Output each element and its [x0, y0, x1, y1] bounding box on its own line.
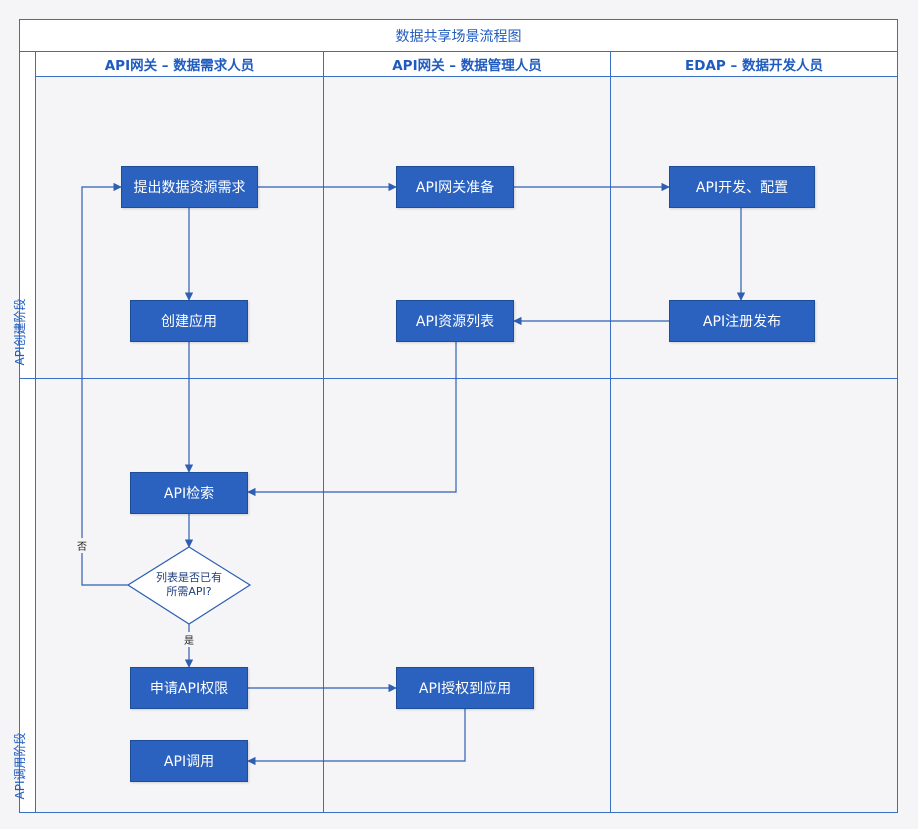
phase-label-invoke: API调用阶段 — [13, 378, 36, 813]
lane-header-demand: API网关 – 数据需求人员 — [35, 51, 324, 77]
decision-text-line1: 列表是否已有 — [156, 571, 222, 584]
node-create-app[interactable]: 创建应用 — [130, 300, 248, 342]
node-apply-permission[interactable]: 申请API权限 — [130, 667, 248, 709]
lane-header-development: EDAP – 数据开发人员 — [610, 51, 898, 77]
node-gateway-prep[interactable]: API网关准备 — [396, 166, 514, 208]
node-register-publish[interactable]: API注册发布 — [669, 300, 815, 342]
lane-header-management: API网关 – 数据管理人员 — [323, 51, 611, 77]
node-api-invoke[interactable]: API调用 — [130, 740, 248, 782]
node-request-data[interactable]: 提出数据资源需求 — [121, 166, 258, 208]
edge-list-to-search — [247, 342, 457, 497]
edge-label-no: 否 — [76, 538, 88, 553]
node-api-search[interactable]: API检索 — [130, 472, 248, 514]
decision-diamond — [126, 546, 252, 625]
node-develop-config[interactable]: API开发、配置 — [669, 166, 815, 208]
edge-label-yes: 是 — [183, 632, 195, 647]
decision-text: 列表是否已有 所需API? — [129, 571, 249, 599]
node-api-list[interactable]: API资源列表 — [396, 300, 514, 342]
node-authorize-app[interactable]: API授权到应用 — [396, 667, 534, 709]
edge-authorize-to-invoke — [247, 708, 466, 766]
decision-text-line2: 所需API? — [166, 585, 212, 598]
edge-decision-no — [81, 182, 128, 586]
